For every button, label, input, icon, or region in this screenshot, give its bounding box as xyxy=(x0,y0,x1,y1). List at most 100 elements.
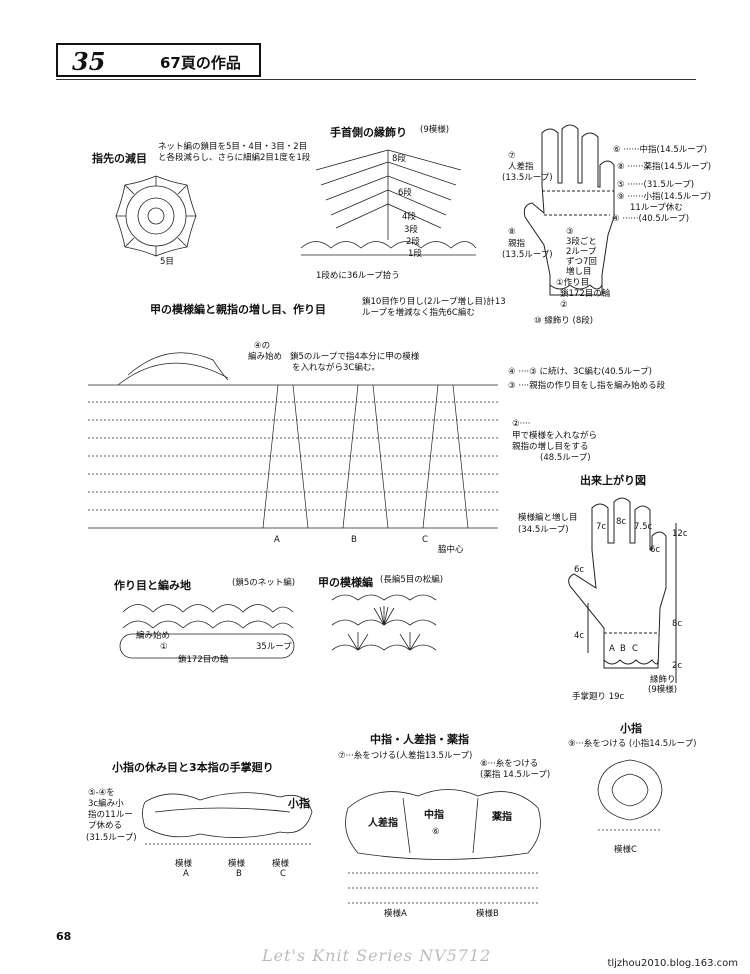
pattern-number: 35 xyxy=(72,47,106,76)
finished-title: 出来上がり図 xyxy=(580,474,646,487)
main-note-1: 鎖10目作り目し(2ループ増し目)計13 xyxy=(362,297,506,307)
glove-mid-2loops: 2ループ xyxy=(566,247,597,257)
main-right-2c: (48.5ループ) xyxy=(540,453,591,463)
pinky-rest-note-1: ⑤-④を xyxy=(88,788,115,798)
three-fingers-diagram xyxy=(345,789,541,904)
pattern-subtitle: (長編5目の松編) xyxy=(380,575,444,585)
cuff-subtitle: (9模様) xyxy=(420,125,450,135)
three-fingers-note-1: ⑦···糸をつける(人差指13.5ループ) xyxy=(338,751,473,761)
main-marker-c: C xyxy=(422,535,428,545)
glove-label-thumb: 親指 xyxy=(508,239,526,249)
base-title: 作り目と編み地 xyxy=(114,579,191,592)
pinky-rest-note-3: 指の11ルー xyxy=(88,810,133,820)
glove-label-ring: ⑧ ······薬指(14.5ループ) xyxy=(617,162,712,172)
fingertip-note-2: と各段減らし、さらに細編2目1度を1段 xyxy=(158,153,311,163)
dim-6c-pinky: 6c xyxy=(650,545,661,555)
three-fingers-ring: 薬指 xyxy=(492,812,512,823)
finished-trim-2: (9模様) xyxy=(648,685,678,695)
three-fingers-6: ⑥ xyxy=(432,827,440,837)
cuff-row-8: 8段 xyxy=(392,154,406,164)
pinky-rest-diagram xyxy=(142,792,313,845)
main-start-4: を入れながら3C編む。 xyxy=(292,363,380,373)
dim-6c-thumb: 6c xyxy=(574,565,585,575)
cuff-row-4: 4段 xyxy=(402,212,416,222)
pinky-rest-marker-c: C xyxy=(280,869,286,879)
pinky-title: 小指 xyxy=(620,722,642,735)
header-box: 35 67頁の作品 xyxy=(56,43,261,77)
glove-schematic xyxy=(523,124,615,296)
base-diagram xyxy=(119,604,295,659)
pinky-diagram xyxy=(597,759,663,831)
page-title: 67頁の作品 xyxy=(160,54,241,72)
dim-12c: 12c xyxy=(672,529,688,539)
three-fingers-title: 中指・人差指・薬指 xyxy=(370,733,469,746)
glove-trim: ⑩ 縁飾り (8段) xyxy=(534,316,594,326)
pinky-rest-marker-3: 模様 xyxy=(272,859,290,869)
glove-label-5: ⑤ ······(31.5ループ) xyxy=(617,180,695,190)
page-number: 68 xyxy=(56,930,72,943)
fingertip-round-label: 5目 xyxy=(160,257,174,267)
main-start-1: ④の xyxy=(254,341,271,351)
glove-mid-3: ③ xyxy=(566,227,574,237)
glove-label-pinky: ⑨ ······小指(14.5ループ) xyxy=(617,192,712,202)
glove-label-index: 人差指 xyxy=(508,162,534,172)
dim-2c: 2c xyxy=(672,661,683,671)
cuff-row-1: 1段 xyxy=(408,249,422,259)
cuff-diagram xyxy=(300,149,477,256)
glove-mid-7times: ずつ7回 xyxy=(566,257,597,267)
three-fingers-marker-b: 模様B xyxy=(476,909,499,919)
header-divider xyxy=(56,79,696,80)
glove-mid-increase: 増し目 xyxy=(566,267,592,277)
three-fingers-middle: 中指 xyxy=(424,810,444,821)
glove-label-4: ④ ······(40.5ループ) xyxy=(612,214,690,224)
main-right-4: ④ ····③ に続け、3C編む(40.5ループ) xyxy=(508,367,652,377)
main-chart xyxy=(88,352,498,529)
glove-label-2: ② xyxy=(560,300,568,310)
fingertip-diagram xyxy=(115,175,197,257)
three-fingers-note-2b: (薬指 14.5ループ) xyxy=(480,770,551,780)
main-note-2: ループを増減なく指先6C編む xyxy=(362,308,475,318)
pinky-rest-label: 小指 xyxy=(288,797,310,810)
main-center-label: 脇中心 xyxy=(438,545,464,555)
dim-7c: 7c xyxy=(596,522,607,532)
glove-foundation: ①作り目 xyxy=(556,278,590,288)
main-title: 甲の模様編と親指の増し目、作り目 xyxy=(150,303,326,316)
cuff-row-3: 3段 xyxy=(404,225,418,235)
pinky-rest-marker-2: 模様 xyxy=(228,859,246,869)
main-marker-b: B xyxy=(351,535,357,545)
footer-series: Let's Knit Series NV5712 xyxy=(262,946,492,965)
glove-foundation-chain: 鎖172目の輪 xyxy=(560,289,611,299)
finished-marker-a: A xyxy=(609,644,615,654)
pinky-rest-note-4: プ休める xyxy=(88,821,123,831)
finished-glove-diagram xyxy=(568,497,677,683)
dim-8c-finger: 8c xyxy=(616,517,627,527)
three-fingers-marker-a: 模様A xyxy=(384,909,407,919)
base-subtitle: (鎖5のネット編) xyxy=(232,578,296,588)
main-right-2b: 親指の増し目をする xyxy=(512,442,589,452)
dim-8c: 8c xyxy=(672,619,683,629)
glove-label-middle: ⑥ ······中指(14.5ループ) xyxy=(613,145,708,155)
pinky-rest-title: 小指の休み目と3本指の手掌廻り xyxy=(112,761,274,774)
pinky-rest-marker-1: 模様 xyxy=(175,859,193,869)
base-num: ① xyxy=(160,642,168,652)
pinky-note: ⑨···糸をつける (小指14.5ループ) xyxy=(568,739,697,749)
main-right-3: ③ ····親指の作り目をし指を編み始める段 xyxy=(508,381,666,391)
main-bottom-right-2: (34.5ループ) xyxy=(518,525,569,535)
glove-label-rest: 11ループ休む xyxy=(630,203,683,213)
dim-4c: 4c xyxy=(574,631,585,641)
glove-label-8: ⑧ xyxy=(508,227,516,237)
main-bottom-right-1: 模様編と増し目 xyxy=(518,513,578,523)
pinky-rest-marker-b: B xyxy=(236,869,242,879)
dim-7-5c: 7.5c xyxy=(634,522,653,532)
glove-label-thumb-loops: (13.5ループ) xyxy=(502,250,553,260)
main-marker-a: A xyxy=(274,535,280,545)
cuff-title: 手首側の縁飾り xyxy=(330,126,407,139)
pinky-rest-marker-a: A xyxy=(183,869,189,879)
pinky-rest-note-5: (31.5ループ) xyxy=(86,833,137,843)
base-loops: 35ループ xyxy=(256,642,292,652)
fingertip-note-1: ネット編の鎖目を5目・4目・3目・2目 xyxy=(158,142,308,152)
cuff-row-6: 6段 xyxy=(398,188,412,198)
glove-mid-every: 3段ごと xyxy=(566,237,597,247)
cuff-bottom-label: 1段めに36ループ拾う xyxy=(316,271,400,281)
finished-marker-c: C xyxy=(632,644,638,654)
